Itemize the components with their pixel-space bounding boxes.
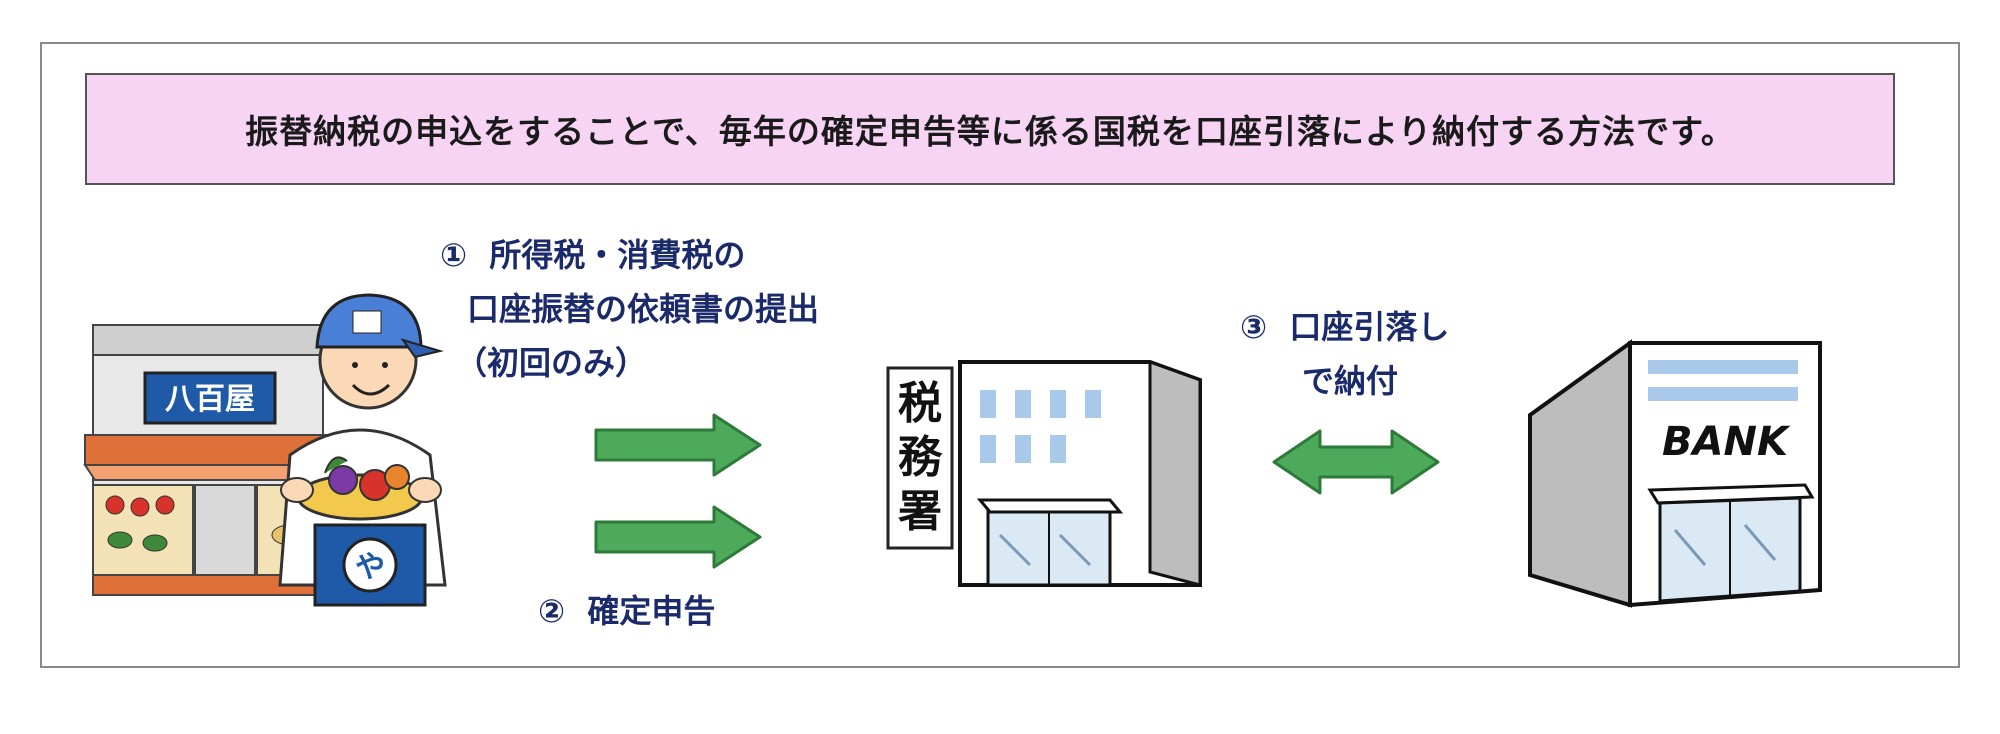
step3-line1: ③ 口座引落し [1240,300,1449,354]
tax-office-illustration: 税 務 署 [886,359,1202,587]
tax-office-sign-char-2: 務 [898,432,943,483]
step1-label: ① 所得税・消費税の 口座振替の依頼書の提出 （初回のみ） [440,228,819,390]
shop-sign-text: 八百屋 [165,382,255,417]
step1-number: ① [440,236,468,274]
greengrocer-illustration: 八百屋 や [83,293,447,607]
arrow-step1 [594,413,762,477]
step1-line3: （初回のみ） [455,344,648,382]
arrow-step3-bidirectional [1272,429,1440,495]
step3-label: ③ 口座引落し で納付 [1240,300,1449,408]
step1-line2: 口座振替の依頼書の提出 [467,290,820,328]
svg-text:や: や [355,550,385,585]
step1-line1-text: 所得税・消費税の [489,236,746,274]
step2-label: ② 確定申告 [538,584,715,638]
step3-number: ③ [1240,308,1268,346]
step1-line1: ① 所得税・消費税の [440,228,819,282]
step3-line2: で納付 [1302,362,1399,400]
step3-line1-text: 口座引落し [1289,308,1450,346]
arrow-step2 [594,505,762,569]
bank-sign-text: BANK [1662,419,1791,465]
step2-number: ② [538,592,566,630]
tax-office-sign-char-3: 署 [898,486,942,537]
tax-office-sign-char-1: 税 [898,378,942,429]
bank-illustration: BANK [1528,339,1822,608]
banner-text: 振替納税の申込をすることで、毎年の確定申告等に係る国税を口座引落により納付する方… [245,112,1735,151]
description-banner: 振替納税の申込をすることで、毎年の確定申告等に係る国税を口座引落により納付する方… [85,73,1895,185]
step2-text: 確定申告 [587,592,716,630]
